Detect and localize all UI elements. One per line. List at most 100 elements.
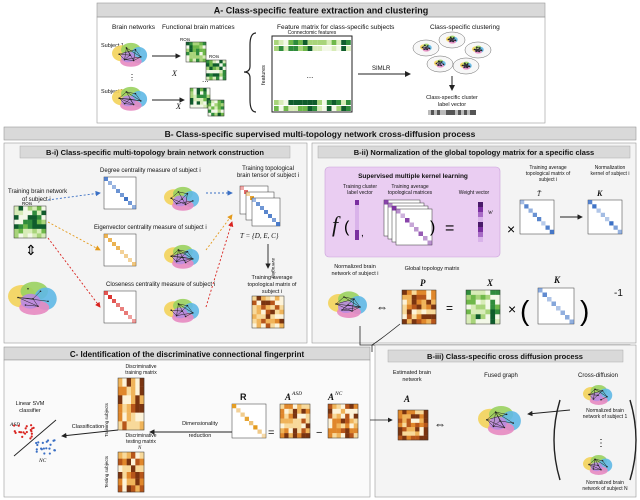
aasd-matrix-cell — [280, 433, 285, 439]
feature-cell — [288, 106, 294, 111]
brain-normalized-node — [335, 303, 337, 305]
x-matrix-cell — [466, 290, 472, 296]
feature-cell — [326, 46, 332, 51]
p-matrix-cell — [431, 290, 437, 296]
r-matrix-diag-cell — [261, 433, 266, 438]
equals-bii-2: = — [446, 301, 453, 315]
anc-matrix-cell — [336, 433, 342, 439]
biii-content: ⇔⋮ — [397, 385, 637, 481]
train-cluster-1: Training cluster — [343, 184, 377, 190]
disc-train-matrix-cell — [135, 412, 140, 422]
func-matrix-1b-cell — [219, 70, 223, 74]
aasd-matrix-cell — [297, 408, 302, 414]
avg-topo-matrix-cell — [265, 305, 271, 310]
avg-topo-matrix-cell — [256, 300, 262, 306]
aasd-matrix-cell — [297, 433, 302, 439]
iff-symbol: ⇔ — [376, 300, 388, 314]
cluster-brain-3-node — [439, 62, 441, 65]
asd-point — [21, 435, 24, 438]
brain-subject-n-biii-edge — [602, 460, 608, 467]
training-matrix-bi-cell — [23, 206, 28, 211]
func-matrix-nb-cell — [208, 100, 212, 104]
x-matrix-cell — [466, 319, 472, 325]
training-matrix-bi-cell — [23, 215, 28, 220]
cluster-brain-4-node — [466, 66, 469, 69]
cluster-brain-1-edge — [448, 37, 454, 40]
disc-test-matrix-cell — [135, 485, 140, 493]
anc-matrix-cell — [336, 404, 342, 410]
p-matrix-border — [401, 289, 437, 325]
training-matrix-bi-cell — [14, 233, 19, 239]
estimated-matrix-cell — [398, 418, 403, 424]
brain-subject-1-biii-edge — [588, 389, 596, 395]
p-matrix-cell — [416, 309, 422, 315]
func-matrix-na-cell — [200, 91, 204, 95]
brain-subject-n-biii-node — [592, 468, 595, 470]
r-matrix-diag-cell — [253, 425, 258, 430]
aasd-matrix-cell — [301, 413, 306, 419]
disc-train-matrix-cell — [126, 412, 132, 422]
func-matrix-na-cell — [193, 91, 197, 95]
brain-subject-1-edge — [119, 53, 131, 56]
brain-fused-edge — [486, 419, 494, 427]
func-matrix-nb-cell — [214, 103, 218, 107]
func-matrix-1b-cell — [216, 70, 220, 74]
func-matrix-na-cell — [200, 88, 204, 92]
brain-subject-n-edge — [124, 98, 131, 104]
label-vector-cell — [473, 110, 476, 115]
func-matrix-1b-cell — [209, 66, 213, 71]
disc-test-matrix-cell — [118, 485, 123, 493]
brain-training-bi-node — [32, 297, 34, 300]
avg-topo-matrix-cell — [270, 314, 276, 320]
estimated-matrix-border — [397, 409, 429, 441]
cluster-brain-0 — [420, 43, 432, 52]
x-matrix-cell — [495, 304, 501, 310]
func-matrix-1a-cell — [189, 52, 193, 56]
nc-point — [48, 452, 51, 455]
degree-matrix — [103, 176, 137, 210]
arrow-cross-fused — [527, 409, 571, 417]
estimated-matrix-cell — [406, 435, 412, 441]
func-matrix-nb-border — [207, 99, 225, 117]
nc-point — [45, 447, 48, 450]
section-c-title: C- Identification of the discriminative … — [70, 350, 305, 359]
training-matrix-bi-cell — [27, 210, 33, 216]
p-matrix-cell — [411, 290, 417, 296]
mkl-stack-3-diag-cell — [414, 227, 419, 232]
func-matrix-nb-cell — [217, 112, 221, 117]
eigen-matrix-diag-cell — [132, 262, 136, 266]
estimated-matrix-cell — [415, 410, 420, 415]
times-bii-1: × — [507, 221, 515, 237]
disc-train-matrix-cell — [131, 378, 136, 387]
disc-train-matrix-cell — [135, 404, 140, 413]
feature-cell — [274, 46, 279, 51]
disc-test-matrix-cell — [122, 458, 127, 466]
avg-topo-matrix-cell — [252, 300, 257, 306]
func-matrix-1b-cell — [212, 70, 217, 74]
close-label: Closeness centrality measure of subject … — [106, 282, 215, 288]
degree-matrix-diag-cell — [132, 205, 136, 209]
brain-training-bi-edge — [25, 304, 39, 307]
mkl-stack-3-diag-cell — [423, 236, 428, 241]
func-matrix-1b-cell — [219, 66, 223, 71]
anc-matrix-cell — [349, 408, 354, 414]
estimated-matrix-cell — [410, 418, 416, 424]
estimated-matrix-cell — [406, 427, 412, 432]
asd-point — [23, 432, 27, 435]
func-matrix-1a — [185, 41, 207, 63]
nk-matrix-diag-cell — [609, 221, 614, 226]
brain-normalized-edge — [343, 296, 355, 300]
func-matrix-1b-cell — [209, 63, 213, 67]
x-matrix-cell — [495, 290, 501, 296]
estimated-matrix-cell — [402, 427, 407, 432]
brain-subject-n-biii-edge — [593, 468, 602, 470]
func-matrix-na-cell — [203, 91, 207, 95]
disc-test-matrix-cell — [118, 458, 123, 466]
disc-train-matrix-cell — [126, 395, 132, 405]
brain-subject-1-biii-edge — [588, 390, 603, 395]
p-matrix-cell — [411, 299, 417, 305]
brain-subject-n-edge — [119, 91, 127, 99]
aasd-matrix-cell — [305, 408, 311, 414]
x-matrix-cell — [466, 304, 472, 310]
degree-matrix-diag-cell — [112, 185, 116, 189]
